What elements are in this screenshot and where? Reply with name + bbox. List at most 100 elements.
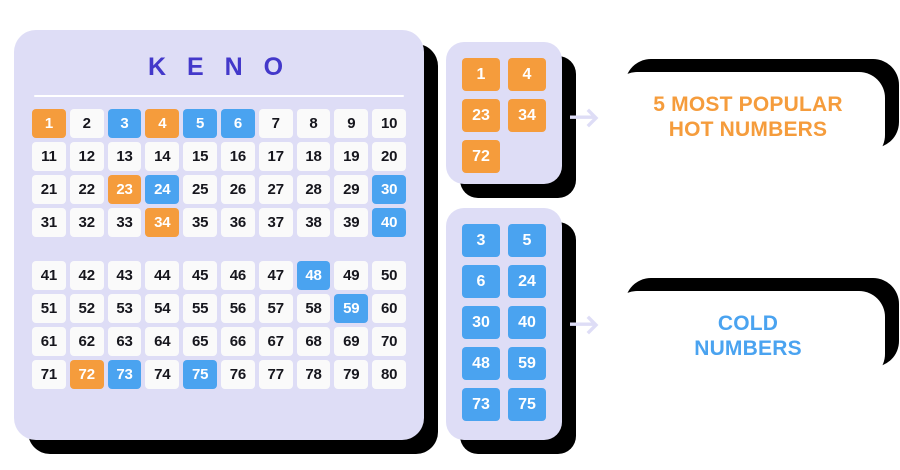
- keno-number-cell-55[interactable]: 55: [183, 294, 217, 323]
- keno-number-cell-75[interactable]: 75: [183, 360, 217, 389]
- keno-number-cell-36[interactable]: 36: [220, 208, 255, 237]
- hot-number-chip-1[interactable]: 1: [462, 58, 500, 91]
- cold-number-chip-6[interactable]: 6: [462, 265, 500, 298]
- keno-number-cell-58[interactable]: 58: [296, 294, 331, 323]
- keno-number-cell-76[interactable]: 76: [220, 360, 255, 389]
- keno-number-cell-45[interactable]: 45: [183, 261, 217, 290]
- keno-number-cell-48[interactable]: 48: [296, 261, 331, 290]
- keno-number-cell-46[interactable]: 46: [220, 261, 255, 290]
- keno-number-cell-69[interactable]: 69: [334, 327, 369, 356]
- keno-number-cell-12[interactable]: 12: [69, 142, 104, 171]
- keno-number-cell-40[interactable]: 40: [372, 208, 406, 237]
- keno-number-cell-74[interactable]: 74: [145, 360, 180, 389]
- keno-number-cell-6[interactable]: 6: [220, 109, 255, 138]
- keno-number-cell-80[interactable]: 80: [372, 360, 406, 389]
- cold-number-chip-59[interactable]: 59: [508, 347, 546, 380]
- arrow-right-icon: [570, 108, 599, 128]
- keno-number-cell-44[interactable]: 44: [145, 261, 180, 290]
- cold-number-chip-24[interactable]: 24: [508, 265, 546, 298]
- keno-number-cell-19[interactable]: 19: [334, 142, 369, 171]
- cold-number-chip-48[interactable]: 48: [462, 347, 500, 380]
- keno-number-cell-22[interactable]: 22: [69, 175, 104, 204]
- cold-label-line1: COLD: [717, 311, 779, 335]
- keno-number-cell-70[interactable]: 70: [372, 327, 406, 356]
- keno-number-cell-32[interactable]: 32: [69, 208, 104, 237]
- keno-number-cell-77[interactable]: 77: [258, 360, 293, 389]
- keno-number-cell-72[interactable]: 72: [69, 360, 104, 389]
- keno-number-cell-67[interactable]: 67: [258, 327, 293, 356]
- keno-number-cell-24[interactable]: 24: [145, 175, 180, 204]
- keno-number-cell-56[interactable]: 56: [220, 294, 255, 323]
- keno-number-cell-34[interactable]: 34: [145, 208, 180, 237]
- keno-number-cell-64[interactable]: 64: [145, 327, 180, 356]
- keno-number-cell-54[interactable]: 54: [145, 294, 180, 323]
- keno-number-cell-50[interactable]: 50: [372, 261, 406, 290]
- keno-number-cell-33[interactable]: 33: [107, 208, 142, 237]
- keno-number-cell-47[interactable]: 47: [258, 261, 293, 290]
- keno-number-cell-60[interactable]: 60: [372, 294, 406, 323]
- keno-number-cell-37[interactable]: 37: [258, 208, 293, 237]
- keno-number-cell-66[interactable]: 66: [220, 327, 255, 356]
- keno-number-cell-79[interactable]: 79: [334, 360, 369, 389]
- keno-number-cell-1[interactable]: 1: [32, 109, 66, 138]
- keno-number-cell-14[interactable]: 14: [145, 142, 180, 171]
- keno-number-cell-65[interactable]: 65: [183, 327, 217, 356]
- cold-number-chip-5[interactable]: 5: [508, 224, 546, 257]
- keno-number-cell-62[interactable]: 62: [69, 327, 104, 356]
- keno-number-cell-43[interactable]: 43: [107, 261, 142, 290]
- keno-number-cell-38[interactable]: 38: [296, 208, 331, 237]
- hot-number-chip-4[interactable]: 4: [508, 58, 546, 91]
- keno-number-cell-68[interactable]: 68: [296, 327, 331, 356]
- keno-number-cell-18[interactable]: 18: [296, 142, 331, 171]
- cold-number-chip-30[interactable]: 30: [462, 306, 500, 339]
- keno-number-cell-78[interactable]: 78: [296, 360, 331, 389]
- keno-number-cell-52[interactable]: 52: [69, 294, 104, 323]
- keno-number-cell-63[interactable]: 63: [107, 327, 142, 356]
- keno-number-cell-59[interactable]: 59: [334, 294, 369, 323]
- hot-number-chip-34[interactable]: 34: [508, 99, 546, 132]
- keno-number-cell-13[interactable]: 13: [107, 142, 142, 171]
- keno-number-cell-23[interactable]: 23: [107, 175, 142, 204]
- keno-number-cell-8[interactable]: 8: [296, 109, 331, 138]
- keno-number-cell-27[interactable]: 27: [258, 175, 293, 204]
- hot-number-chip-72[interactable]: 72: [462, 140, 500, 173]
- keno-number-cell-29[interactable]: 29: [334, 175, 369, 204]
- cold-number-chip-75[interactable]: 75: [508, 388, 546, 421]
- keno-number-cell-5[interactable]: 5: [183, 109, 217, 138]
- keno-number-cell-73[interactable]: 73: [107, 360, 142, 389]
- cold-number-chip-40[interactable]: 40: [508, 306, 546, 339]
- keno-number-cell-61[interactable]: 61: [32, 327, 66, 356]
- keno-number-cell-25[interactable]: 25: [183, 175, 217, 204]
- hot-number-chip-23[interactable]: 23: [462, 99, 500, 132]
- keno-number-cell-57[interactable]: 57: [258, 294, 293, 323]
- keno-number-cell-10[interactable]: 10: [372, 109, 406, 138]
- keno-number-cell-53[interactable]: 53: [107, 294, 142, 323]
- keno-number-cell-41[interactable]: 41: [32, 261, 66, 290]
- keno-number-cell-4[interactable]: 4: [145, 109, 180, 138]
- cold-number-chip-73[interactable]: 73: [462, 388, 500, 421]
- keno-number-cell-71[interactable]: 71: [32, 360, 66, 389]
- keno-number-cell-20[interactable]: 20: [372, 142, 406, 171]
- keno-number-cell-3[interactable]: 3: [107, 109, 142, 138]
- keno-number-cell-15[interactable]: 15: [183, 142, 217, 171]
- title-divider: [34, 95, 404, 97]
- keno-number-cell-51[interactable]: 51: [32, 294, 66, 323]
- cold-number-chip-3[interactable]: 3: [462, 224, 500, 257]
- keno-number-cell-17[interactable]: 17: [258, 142, 293, 171]
- keno-number-cell-30[interactable]: 30: [372, 175, 406, 204]
- keno-number-cell-26[interactable]: 26: [220, 175, 255, 204]
- keno-number-cell-35[interactable]: 35: [183, 208, 217, 237]
- keno-number-cell-49[interactable]: 49: [334, 261, 369, 290]
- keno-number-cell-9[interactable]: 9: [334, 109, 369, 138]
- keno-number-cell-39[interactable]: 39: [334, 208, 369, 237]
- keno-number-cell-2[interactable]: 2: [69, 109, 104, 138]
- keno-number-cell-31[interactable]: 31: [32, 208, 66, 237]
- keno-number-cell-7[interactable]: 7: [258, 109, 293, 138]
- keno-number-cell-16[interactable]: 16: [220, 142, 255, 171]
- keno-number-cell-21[interactable]: 21: [32, 175, 66, 204]
- keno-number-cell-28[interactable]: 28: [296, 175, 331, 204]
- keno-number-cell-42[interactable]: 42: [69, 261, 104, 290]
- keno-number-cell-11[interactable]: 11: [32, 142, 66, 171]
